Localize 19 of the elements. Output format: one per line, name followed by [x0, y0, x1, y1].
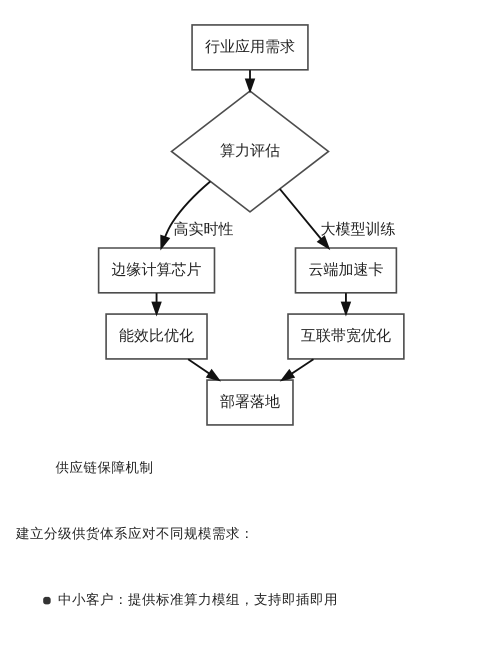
arrow [279, 188, 330, 250]
edge-label: 高实时性 [173, 219, 234, 238]
arrow [151, 292, 162, 316]
node-box: 边缘计算芯片 [98, 246, 216, 294]
node-box: 行业应用需求 [191, 24, 309, 70]
label: 建立分级供货体系应对不同规模需求： [16, 526, 254, 542]
arrow [244, 70, 256, 94]
arrow [340, 292, 352, 316]
arrow [188, 358, 222, 382]
node-box: 能效比优化 [105, 312, 208, 360]
arrow [280, 358, 314, 382]
node-diamond: 算力评估 [170, 90, 330, 212]
node-box: 互联带宽优化 [287, 312, 405, 360]
node-box: 云端加速卡 [294, 246, 398, 294]
edge-label: 大模型训练 [320, 219, 396, 238]
label: 供应链保障机制 [56, 460, 154, 476]
arrow [160, 180, 211, 250]
label: 中小客户：提供标准算力模组，支持即插即用 [58, 592, 338, 608]
node-box: 部署落地 [206, 378, 294, 426]
